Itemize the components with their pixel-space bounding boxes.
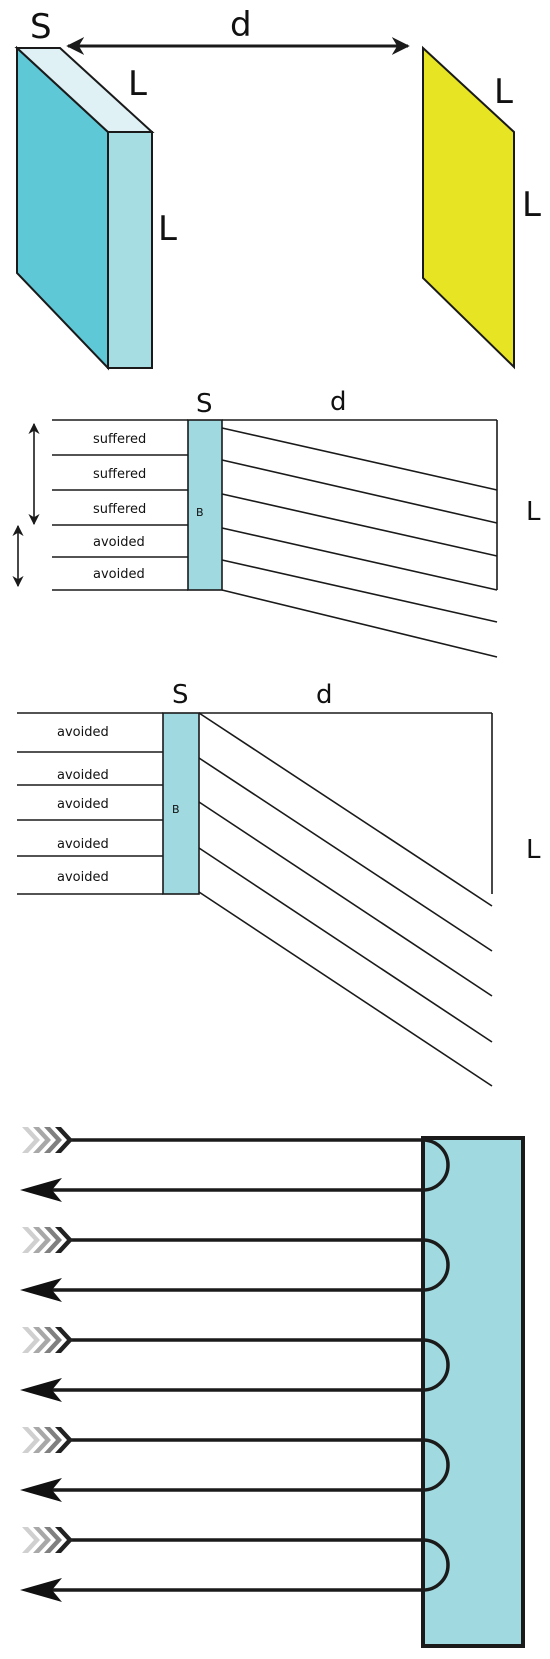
label-d: d — [330, 387, 347, 417]
arrow-fletching-icon — [22, 1127, 73, 1153]
arrowhead-icon — [20, 1578, 62, 1602]
row-label: suffered — [93, 502, 146, 517]
label-l: L — [526, 835, 541, 865]
reflecting-wall — [421, 1136, 525, 1648]
arrowhead-icon — [20, 1178, 62, 1202]
row-label: avoided — [57, 725, 109, 740]
bounce-arc — [422, 1238, 450, 1292]
label-b: B — [172, 803, 180, 816]
shield-side-face — [107, 131, 153, 369]
row-label: avoided — [57, 768, 109, 783]
panel-partial-blocking: S d L B suffered suffered suffered avoid… — [12, 387, 541, 658]
label-s: S — [196, 389, 213, 419]
barrier-column — [187, 419, 223, 591]
arrowhead-icon — [20, 1378, 62, 1402]
label-l-target-side: L — [522, 185, 541, 225]
bounce-arc — [422, 1438, 450, 1492]
label-l-target-top: L — [494, 72, 513, 112]
label-d: d — [230, 5, 252, 45]
row-label: avoided — [57, 870, 109, 885]
row-label: avoided — [93, 567, 145, 582]
row-label: avoided — [57, 837, 109, 852]
arrow-fletching-icon — [22, 1527, 73, 1553]
row-label: suffered — [93, 467, 146, 482]
arrowhead-icon — [20, 1478, 62, 1502]
arrow-fletching-icon — [22, 1327, 73, 1353]
row-label: avoided — [93, 535, 145, 550]
bounce-arc — [422, 1338, 450, 1392]
barrier-column — [162, 712, 200, 895]
target-plate — [422, 45, 515, 370]
label-s: S — [30, 7, 52, 47]
label-d: d — [316, 680, 333, 710]
label-l-shield-side: L — [158, 209, 177, 249]
row-label: avoided — [57, 797, 109, 812]
label-l-shield-top: L — [128, 64, 147, 104]
bounce-arc — [422, 1138, 450, 1192]
arrow-fletching-icon — [22, 1227, 73, 1253]
arrow-fletching-icon — [22, 1427, 73, 1453]
bounce-arc — [422, 1538, 450, 1592]
arrowhead-icon — [20, 1278, 62, 1302]
label-s: S — [172, 680, 189, 710]
row-label: suffered — [93, 432, 146, 447]
panel-reflection — [20, 1127, 525, 1648]
label-l: L — [526, 497, 541, 527]
panel-3d-geometry: S d L L L L — [14, 5, 541, 371]
label-b: B — [196, 506, 204, 519]
panel-full-blocking: S d L B avoided avoided avoided avoided … — [17, 680, 541, 1087]
